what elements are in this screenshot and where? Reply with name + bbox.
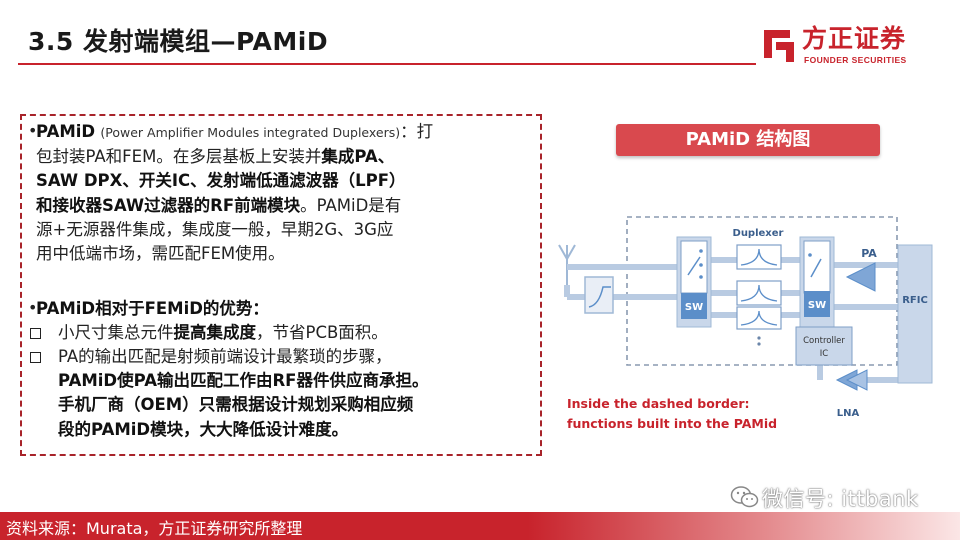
duplexer-label: Duplexer [733, 228, 784, 239]
paragraph-pamid: PAMiD (Power Amplifier Modules integrate… [36, 120, 536, 266]
advantages-heading: PAMiD相对于FEMiD的优势： [36, 299, 269, 318]
brand-subtitle: FOUNDER SECURITIES [804, 55, 907, 65]
text-line: 包封装PA和FEM。在多层基板上安装并 [36, 147, 322, 167]
advantage-item-2: PA的输出匹配是射频前端设计最繁琐的步骤， PAMiD使PA输出匹配工作由RF器… [58, 345, 538, 442]
pa-amplifier-icon [845, 262, 876, 292]
switch-block-2: SW [799, 236, 835, 328]
text-line: PA的输出匹配是射频前端设计最繁琐的步骤， [58, 347, 392, 366]
pamid-structure-diagram: SW Duplexer SW PA [555, 205, 945, 445]
sw2-label: SW [808, 300, 826, 311]
text-line: 。PAMiD是有 [300, 195, 402, 215]
controller-label-1: Controller [803, 336, 845, 346]
text-line: ，节省PCB面积。 [256, 323, 388, 342]
bold-text: 和接收器SAW过滤器的RF前端模块 [36, 195, 301, 215]
bold-text: 集成PA、 [321, 147, 395, 167]
bold-text: PAMiD使PA输出匹配工作由RF器件供应商承担。 [58, 371, 429, 391]
bold-text: 手机厂商（OEM）只需根据设计规划采购相应频 [58, 395, 414, 415]
controller-ic-block [795, 326, 853, 366]
text-panel [20, 114, 542, 456]
brand-logo: 方正证券 FOUNDER SECURITIES [760, 20, 930, 72]
title-divider [18, 63, 756, 65]
text-line: 源+无源器件集成，集成度一般，早期2G、3G应 [36, 219, 394, 239]
advantage-item-1: 小尺寸集总元件提高集成度，节省PCB面积。 [58, 321, 538, 345]
brand-mark-icon [764, 30, 794, 62]
bullet-dot-icon: • [28, 298, 38, 317]
bold-text: SAW DPX、开关IC、发射端低通滤波器（LPF） [36, 171, 406, 191]
rfic-label: RFIC [902, 295, 928, 306]
page-title: 3.5 发射端模组—PAMiD [28, 27, 329, 56]
term-expansion: (Power Amplifier Modules integrated Dupl… [100, 125, 401, 140]
punct: ：打 [400, 122, 434, 141]
diagram-canvas: SW Duplexer SW PA [558, 216, 933, 431]
diagram-caption-2: functions built into the PAMid [567, 416, 777, 431]
checkbox-square-icon [30, 352, 41, 363]
text-line: 小尺寸集总元件 [58, 323, 174, 342]
lna-label: LNA [837, 408, 860, 419]
controller-label-2: IC [820, 349, 829, 359]
pa-label: PA [861, 247, 877, 260]
footer-bar [0, 512, 960, 540]
bullet-dot-icon: • [28, 121, 38, 140]
term-pamid: PAMiD [36, 122, 96, 141]
brand-name: 方正证券 [802, 24, 907, 53]
source-note: 资料来源：Murata，方正证券研究所整理 [6, 519, 303, 538]
switch-block-1: SW [676, 236, 712, 328]
bold-text: 提高集成度 [173, 323, 257, 342]
pamid-dashed-border [626, 216, 898, 366]
diagram-caption-1: Inside the dashed border: [567, 396, 750, 411]
watermark-text: 微信号: ittbank [762, 487, 919, 511]
sw1-label: SW [685, 302, 703, 313]
more-bands-dots [757, 336, 761, 346]
bold-text: 段的PAMiD模块，大大降低设计难度。 [58, 419, 349, 439]
text-line: 用中低端市场，需匹配FEM使用。 [36, 244, 285, 264]
rfic-block [897, 244, 933, 384]
checkbox-square-icon [30, 328, 41, 339]
diagram-title: PAMiD 结构图 [616, 124, 880, 156]
wechat-icon [730, 486, 759, 508]
wechat-watermark: 微信号: ittbank [730, 481, 945, 511]
